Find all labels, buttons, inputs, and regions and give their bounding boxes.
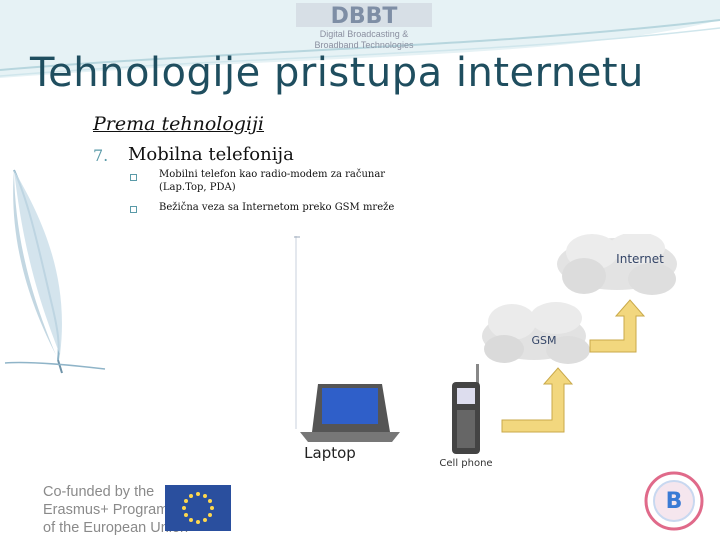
laptop-icon (300, 384, 400, 442)
bullet-icon (130, 206, 137, 213)
bullet-1-line1: Mobilni telefon kao radio-modem za račun… (159, 169, 386, 180)
arrow-gsm-internet (589, 299, 646, 353)
svg-text:B: B (666, 489, 683, 514)
bullet-1-line2: (Lap.Top, PDA) (159, 182, 236, 193)
feather-icon (4, 169, 106, 374)
internet-label: Internet (616, 252, 664, 266)
bullet-2-line1: Bežična veza sa Internetom preko GSM mre… (159, 202, 395, 213)
item-label: Mobilna telefonija (128, 144, 294, 165)
header-wave (0, 0, 720, 78)
dbbt-logo: DBBT Digital Broadcasting & Broadband Te… (296, 3, 432, 51)
laptop-label: Laptop (304, 444, 356, 462)
item-number: 7. (93, 146, 109, 165)
svg-text:Broadband Technologies: Broadband Technologies (315, 40, 414, 50)
network-diagram: Internet GSM Laptop Cell phone (272, 232, 680, 469)
bullet-text-1: Mobilni telefon kao radio-modem za račun… (159, 168, 385, 194)
footer-line-1: Co-funded by the (43, 484, 155, 500)
gsm-cloud-icon (482, 302, 590, 364)
svg-text:Digital Broadcasting &: Digital Broadcasting & (320, 29, 409, 39)
cell-phone-icon (452, 364, 480, 454)
eu-flag-icon (165, 485, 231, 531)
svg-text:DBBT: DBBT (331, 4, 398, 29)
bullet-icon (130, 174, 137, 181)
gsm-label: GSM (532, 334, 557, 347)
erasmus-footer: Co-funded by the Erasmus+ Programme of t… (43, 483, 188, 537)
university-seal-icon: B (644, 470, 704, 532)
cell-phone-label: Cell phone (439, 458, 492, 468)
internet-cloud-icon (557, 232, 677, 295)
footer-line-2: Erasmus+ Programme (43, 502, 189, 518)
footer-line-3: of the European Union (43, 520, 189, 536)
section-subtitle: Prema tehnologiji (93, 113, 265, 135)
bullet-text-2: Bežična veza sa Internetom preko GSM mre… (159, 201, 394, 214)
arrow-phone-gsm (501, 367, 574, 433)
page-title: Tehnologije pristupa internetu (30, 50, 644, 96)
